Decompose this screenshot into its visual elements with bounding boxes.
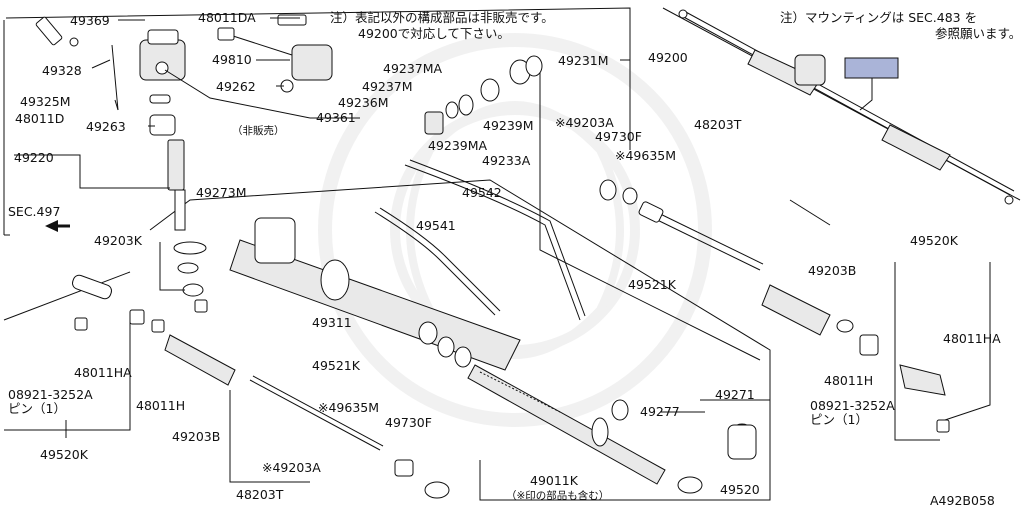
o-rings [182, 283, 472, 368]
label-49311: 49311 [312, 315, 352, 330]
note-top-center-line2: 49200で対応して下さい。 [358, 26, 510, 41]
label-49200: 49200 [648, 50, 688, 65]
label-49236m: 49236M [338, 95, 389, 110]
label-49220: 49220 [14, 150, 54, 165]
label-49203a-bot: ※49203A [262, 460, 321, 475]
label-48203t-bot: 48203T [236, 487, 284, 502]
label-49239m: 49239M [483, 118, 534, 133]
label-49635m-bot: ※49635M [318, 400, 379, 415]
label-48011d: 48011D [15, 111, 64, 126]
note-top-right-line2: 参照願います。 [935, 26, 1021, 41]
boot-49520 [727, 423, 757, 460]
label-49203b-left: 49203B [172, 429, 220, 444]
full-assembly [678, 9, 1015, 205]
right-tie-rod [599, 179, 950, 433]
pinion-housing [139, 29, 186, 136]
label-49730f-bot: 49730F [385, 415, 432, 430]
note-top-right-line1: 注）マウンティングは SEC.483 を [780, 10, 977, 25]
label-49325m: 49325M [20, 94, 71, 109]
label-49233a: 49233A [482, 153, 531, 168]
rack-bar [467, 364, 703, 494]
label-49263: 49263 [86, 119, 126, 134]
label-49520k-right: 49520K [910, 233, 959, 248]
label-49271: 49271 [715, 387, 755, 402]
label-49011k-note: （※印の部品も含む） [506, 489, 609, 502]
seal-stack [424, 55, 543, 135]
label-pin-part-left: 08921-3252A [8, 387, 93, 402]
label-pin-qty-left: ピン（1） [8, 401, 66, 416]
label-48011h-right: 48011H [824, 373, 873, 388]
label-49635m-top: ※49635M [615, 148, 676, 163]
gear-housing [229, 217, 521, 371]
label-49203a-top: ※49203A [555, 115, 614, 130]
solenoid-valve [217, 14, 333, 93]
label-48011ha-right: 48011HA [943, 331, 1001, 346]
label-49730f-top: 49730F [595, 129, 642, 144]
label-49203k: 49203K [94, 233, 143, 248]
label-49203b-right: 49203B [808, 263, 856, 278]
label-49262: 49262 [216, 79, 256, 94]
label-49328: 49328 [42, 63, 82, 78]
label-figure-code: A492B058 [930, 493, 995, 508]
label-49237ma: 49237MA [383, 61, 443, 76]
label-48011da: 48011DA [198, 10, 256, 25]
left-tie-rod [72, 274, 450, 499]
highlight-box [844, 57, 899, 79]
label-48011h-left: 48011H [136, 398, 185, 413]
label-49369: 49369 [70, 13, 110, 28]
label-49542: 49542 [462, 185, 502, 200]
label-49810: 49810 [212, 52, 252, 67]
label-pin-part-right: 08921-3252A [810, 398, 895, 413]
bolts-left [35, 16, 119, 111]
label-49239ma: 49239MA [428, 138, 488, 153]
label-49361: 49361 [316, 110, 356, 125]
arrow-sec497 [45, 220, 70, 232]
label-48011ha-left: 48011HA [74, 365, 132, 380]
label-49521k-bot: 49521K [312, 358, 361, 373]
label-49237m: 49237M [362, 79, 413, 94]
label-49520k-left: 49520K [40, 447, 89, 462]
pinion-shaft [167, 139, 207, 274]
leader-lines [4, 17, 991, 501]
label-49541: 49541 [416, 218, 456, 233]
label-48203t-top: 48203T [694, 117, 742, 132]
label-pin-qty-right: ピン（1） [810, 412, 868, 427]
label-hihanbai: （非販売） [232, 124, 285, 137]
label-sec497: SEC.497 [8, 204, 60, 219]
label-49011k: 49011K [530, 473, 579, 488]
hydraulic-lines [374, 159, 586, 321]
label-49521k-top: 49521K [628, 277, 677, 292]
label-49231m: 49231M [558, 53, 609, 68]
label-49273m: 49273M [196, 185, 247, 200]
label-49277: 49277 [640, 404, 680, 419]
label-49520: 49520 [720, 482, 760, 497]
note-top-center-line1: 注）表記以外の構成部品は非販売です。 [330, 10, 554, 25]
